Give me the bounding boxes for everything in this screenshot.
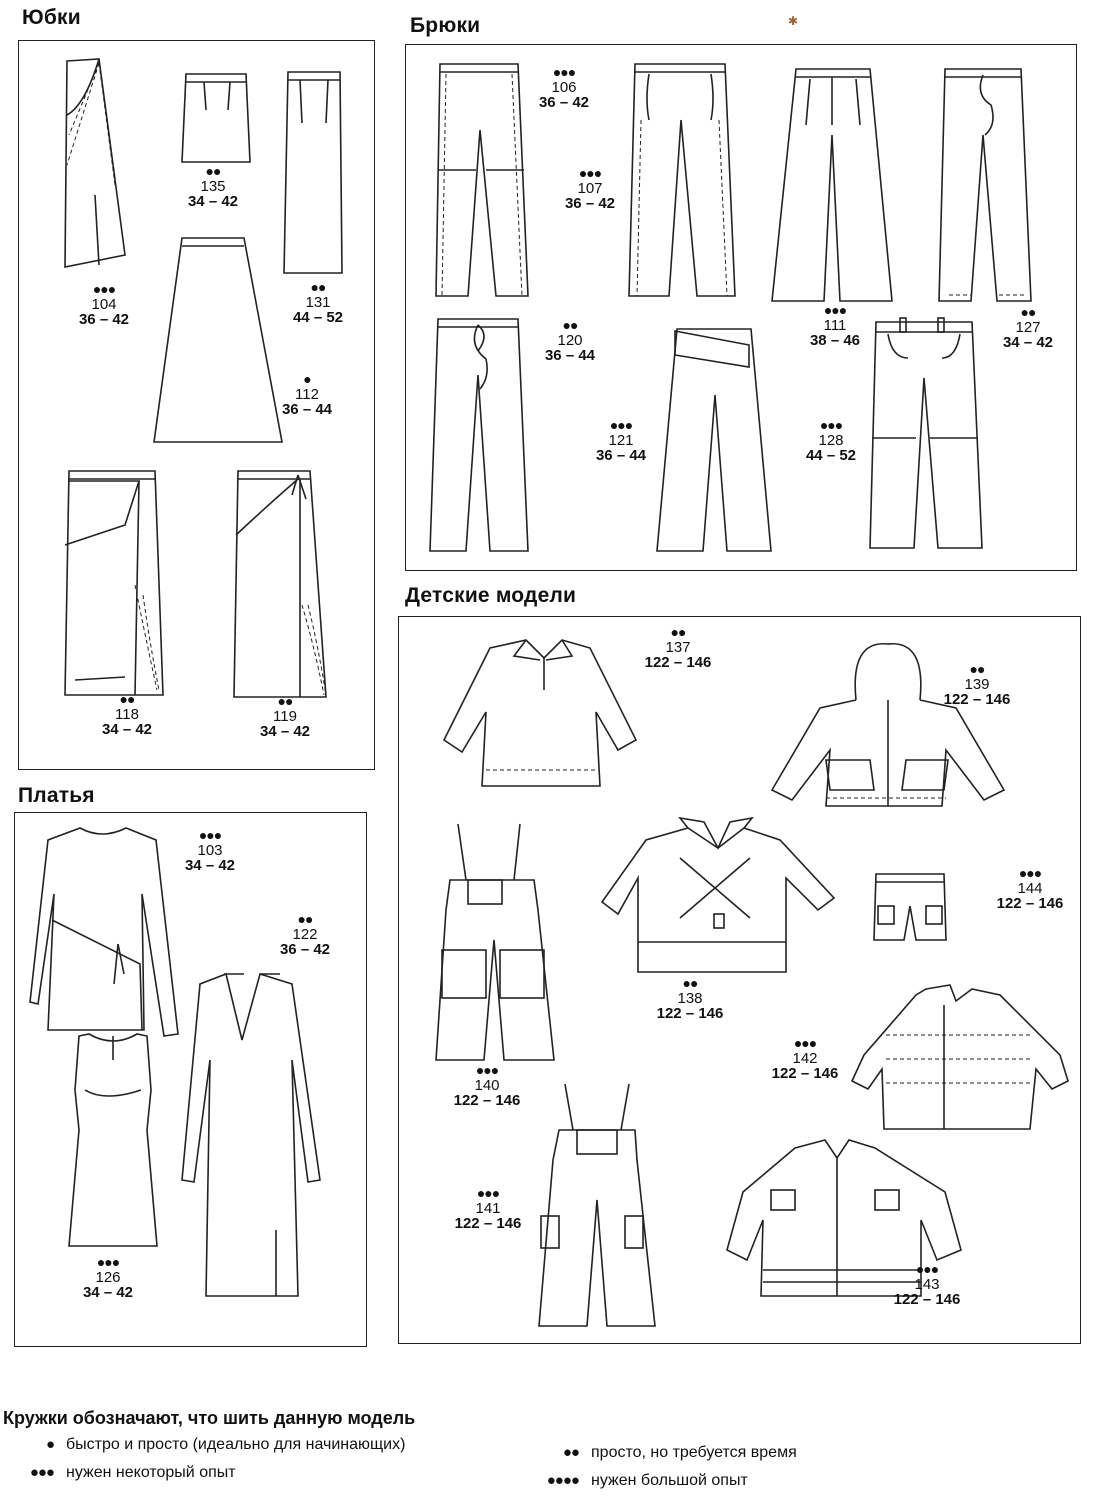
overalls-141-sketch [538, 1083, 656, 1327]
panel-dresses [14, 812, 367, 1347]
dress-126-sketch [68, 1033, 158, 1247]
section-title-skirts: Юбки [22, 6, 81, 29]
skirt-104-sketch [64, 58, 126, 268]
skirt-118-sketch [64, 470, 164, 696]
legend-dots: ●● [562, 1444, 580, 1461]
legend-text: быстро и просто (идеально для начинающих… [66, 1436, 406, 1453]
legend-item: ●●● нужен некоторый опыт [0, 1464, 236, 1482]
legend-title: Кружки обозначают, что шить данную модел… [3, 1408, 416, 1428]
dress-122-sketch [181, 972, 321, 1297]
pullover-138-sketch [600, 816, 836, 973]
skirt-131-sketch [283, 71, 343, 274]
panel-kids [398, 616, 1081, 1344]
trousers-107-sketch [628, 63, 736, 297]
legend-item: ●● просто, но требуется время [525, 1444, 797, 1462]
panel-trousers [405, 44, 1077, 571]
dress-103-sketch [29, 827, 179, 1037]
legend-item: ●●●● нужен большой опыт [525, 1472, 748, 1490]
trousers-127-sketch [938, 68, 1032, 302]
legend-text: нужен большой опыт [591, 1472, 748, 1489]
shirt-137-sketch [442, 639, 638, 787]
legend-dots: ● [45, 1436, 55, 1453]
skirt-119-sketch [233, 470, 327, 698]
skirt-135-sketch [181, 73, 251, 163]
section-title-kids: Детские модели [405, 584, 577, 607]
trousers-121-sketch [656, 328, 772, 552]
skirt-112-sketch [153, 237, 283, 443]
trousers-106-sketch [435, 63, 529, 297]
legend-dots: ●●● [29, 1464, 55, 1481]
scan-speck: ✱ [788, 14, 799, 28]
jacket-143-sketch [726, 1139, 962, 1297]
legend-text: просто, но требуется время [591, 1444, 797, 1461]
panel-skirts [18, 40, 375, 770]
section-title-trousers: Брюки [410, 14, 481, 37]
legend-text: нужен некоторый опыт [66, 1464, 236, 1481]
trousers-111-sketch [771, 68, 893, 302]
section-title-dresses: Платья [18, 784, 95, 807]
legend-item: ● быстро и просто (идеально для начинающи… [0, 1436, 405, 1454]
legend-dots: ●●●● [546, 1472, 580, 1489]
hoodie-139-sketch [770, 643, 1006, 807]
overalls-140-sketch [435, 823, 555, 1061]
jacket-142-sketch [850, 984, 1069, 1130]
trousers-128-sketch [869, 317, 983, 549]
shorts-144-sketch [873, 873, 947, 941]
trousers-120-sketch [429, 318, 529, 552]
